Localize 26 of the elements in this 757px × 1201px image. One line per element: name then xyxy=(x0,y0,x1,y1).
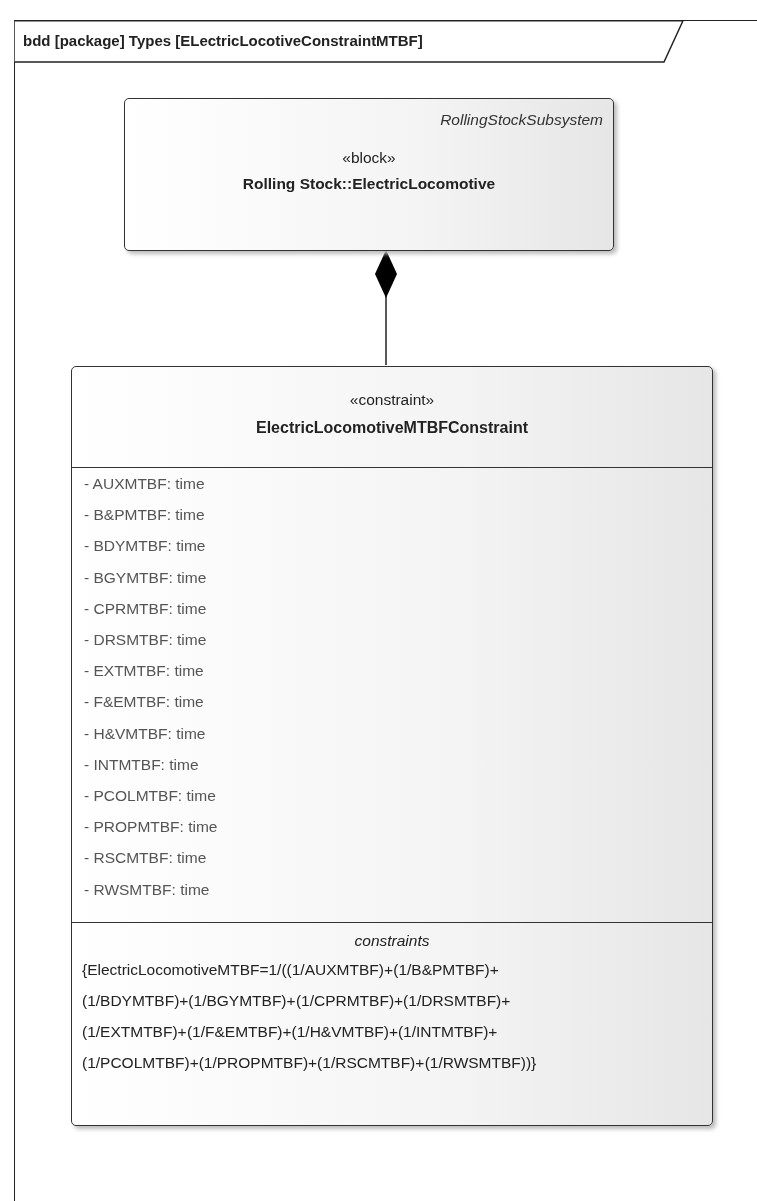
attribute-text: - H&VMTBF: time xyxy=(84,724,206,743)
diagram-frame xyxy=(14,20,757,1201)
attribute-text: - BDYMTBF: time xyxy=(84,537,206,556)
block-box xyxy=(124,98,614,251)
frame-title: bdd [package] Types [ELectricLocotiveConstraintMTBF] xyxy=(23,32,423,49)
attribute-text: - B&PMTBF: time xyxy=(84,506,205,525)
attribute-text: - PROPMTBF: time xyxy=(84,818,218,837)
attribute-text: - EXTMTBF: time xyxy=(84,662,204,681)
attribute-text: - BGYMTBF: time xyxy=(84,568,207,587)
attribute-text: - F&EMTBF: time xyxy=(84,693,204,712)
stereotype-label: «block» xyxy=(341,149,397,167)
composition-connector xyxy=(375,249,397,366)
attribute-text: - RSCMTBF: time xyxy=(84,849,207,868)
constraint-block xyxy=(71,366,713,1126)
attribute-text: - AUXMTBF: time xyxy=(84,475,205,493)
attribute-text: - INTMTBF: time xyxy=(84,755,199,774)
stereotype-label: «constraint» xyxy=(348,391,436,409)
attribute-text: - CPRMTBF: time xyxy=(84,599,207,618)
constraint-name: ElectricLocomotiveMTBFConstraint xyxy=(255,419,529,437)
attribute-text: - DRSMTBF: time xyxy=(84,631,207,649)
constraint-expression: {ElectricLocomotiveMTBF=1/((1/AUXMTBF)+ (1/B&PMTBF)+(1/BDYMTBF)+(1/BGYMTBF)+ (1/CPRMTBF)+(1/DRSMTBF)+(1/EXTMTBF)+ (1/F&EMTBF)+(1/H&VMTBF)+(1/INTMTBF)+ (1/PCOLMTBF)+(1/PROPMTBF)+(1/RSCMTBF)+ (1/RWSMTBF))} xyxy=(82,959,538,1073)
compartment-heading: constraints xyxy=(353,931,431,950)
attribute-text: - RWSMTBF: time xyxy=(84,880,210,899)
block-name: Rolling Stock::ElectricLocomotive xyxy=(241,175,497,193)
attribute-text: - PCOLMTBF: time xyxy=(84,787,216,805)
namespace-label: RollingStockSubsystem xyxy=(440,111,603,129)
